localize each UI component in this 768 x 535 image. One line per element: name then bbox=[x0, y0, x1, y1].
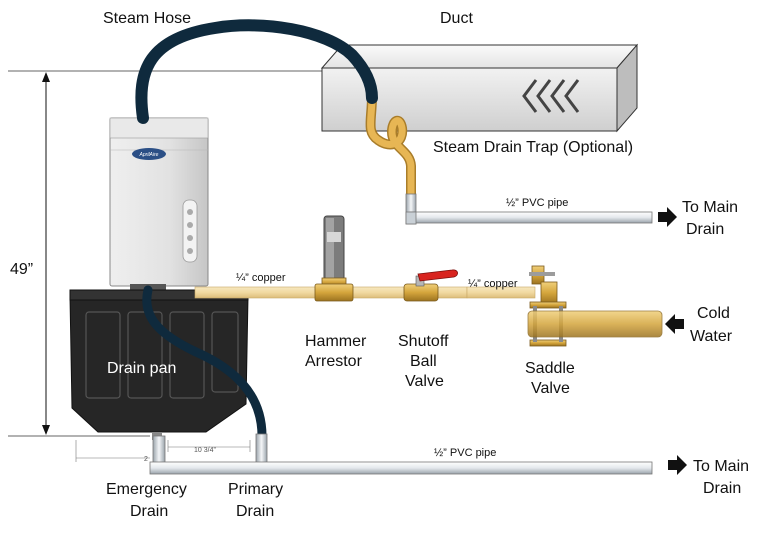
steam-hose-label: Steam Hose bbox=[103, 10, 191, 27]
drain-spacing-label: 10 3/4” bbox=[194, 447, 216, 454]
shutoff-valve-label-3: Valve bbox=[405, 373, 444, 390]
drain-pan bbox=[69, 289, 249, 440]
to-main-drain-bottom-label-1: To Main bbox=[693, 458, 749, 475]
copper-left-label: ¼” copper bbox=[236, 272, 286, 284]
primary-drain-label-2: Drain bbox=[236, 503, 274, 520]
pvc-pipe-top bbox=[405, 193, 653, 225]
arrow-right-icon bbox=[668, 455, 687, 475]
cold-water-label-2: Water bbox=[690, 328, 733, 345]
emergency-drain-label-2: Drain bbox=[130, 503, 168, 520]
drain-pan-label: Drain pan bbox=[107, 360, 176, 377]
height-label: 49” bbox=[10, 261, 33, 278]
hammer-arrestor bbox=[314, 215, 354, 302]
steam-drain-trap-label: Steam Drain Trap (Optional) bbox=[433, 139, 633, 156]
pvc-bottom-label: ½” PVC pipe bbox=[434, 447, 496, 459]
steam-hose bbox=[135, 19, 378, 124]
to-main-drain-bottom-label-2: Drain bbox=[703, 480, 741, 497]
height-dimension bbox=[8, 70, 322, 437]
saddle-valve-label-2: Valve bbox=[531, 380, 570, 397]
pvc-pipe-bottom bbox=[149, 433, 653, 475]
primary-drain-hose bbox=[142, 285, 267, 441]
shutoff-ball-valve bbox=[403, 269, 458, 302]
cold-water-pipe bbox=[527, 310, 663, 338]
emergency-drain-label-1: Emergency bbox=[106, 481, 187, 498]
drain-spacing-dimension bbox=[75, 440, 251, 462]
pvc-top-label: ½” PVC pipe bbox=[506, 197, 568, 209]
hammer-arrestor-label-1: Hammer bbox=[305, 333, 367, 350]
airflow-chevrons-icon bbox=[522, 79, 580, 113]
arrow-left-icon bbox=[665, 314, 684, 334]
drain-small-dimension-label: 2 bbox=[144, 456, 148, 463]
copper-right-label: ¼” copper bbox=[468, 278, 518, 290]
to-main-drain-top-label-1: To Main bbox=[682, 199, 738, 216]
duct-label: Duct bbox=[440, 10, 473, 27]
arrow-right-icon bbox=[658, 207, 677, 227]
to-main-drain-top-label-2: Drain bbox=[686, 221, 724, 238]
saddle-valve-label-1: Saddle bbox=[525, 360, 575, 377]
humidifier-unit bbox=[109, 117, 209, 294]
hammer-arrestor-label-2: Arrestor bbox=[305, 353, 363, 370]
brand-logo: AprilAire bbox=[132, 148, 166, 160]
steam-drain-trap bbox=[365, 91, 416, 201]
primary-drain-label-1: Primary bbox=[228, 481, 283, 498]
shutoff-valve-label-2: Ball bbox=[410, 353, 437, 370]
shutoff-valve-label-1: Shutoff bbox=[398, 333, 449, 350]
svg-text:AprilAire: AprilAire bbox=[139, 152, 159, 158]
cold-water-label-1: Cold bbox=[697, 305, 730, 322]
